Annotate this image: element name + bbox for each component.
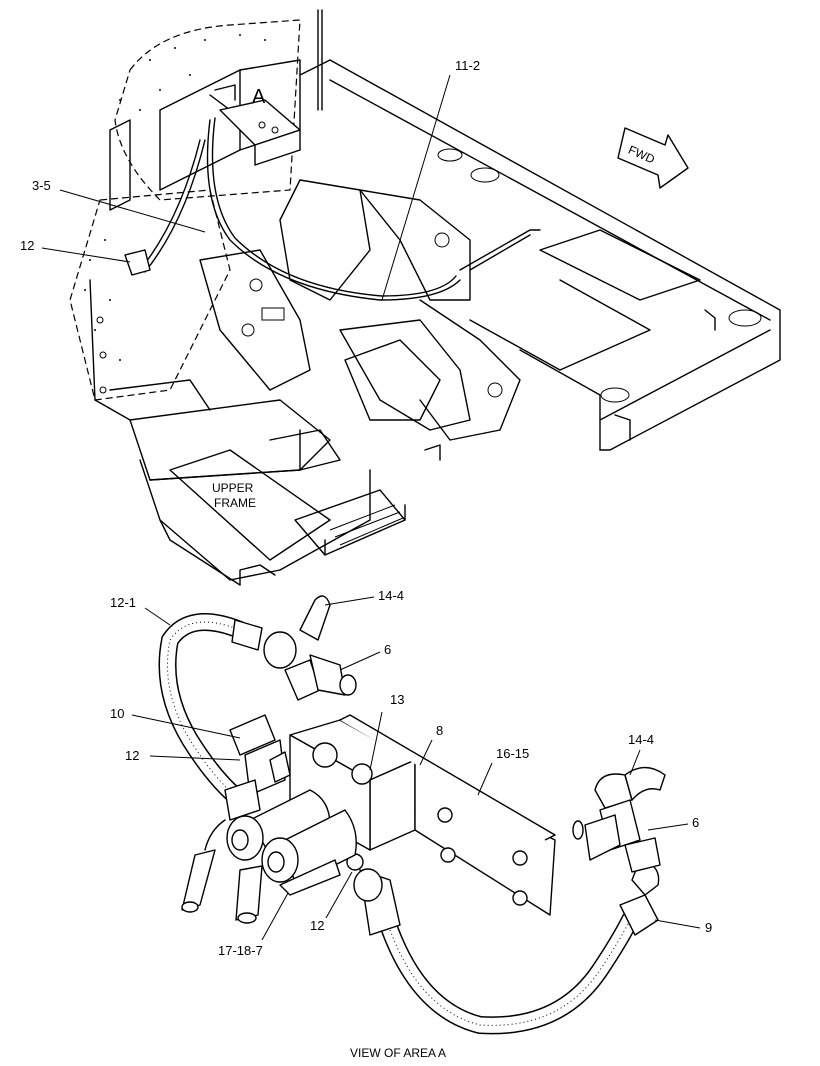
leader-6-right — [647, 823, 689, 831]
hose-12-1 — [158, 613, 249, 809]
area-letter-a: A — [252, 86, 266, 108]
callout-12-mid: 12 — [125, 748, 139, 763]
callout-11-2: 11-2 — [455, 58, 480, 73]
leader-16-15 — [477, 762, 493, 796]
callout-8: 8 — [436, 723, 443, 738]
callout-16-15: 16-15 — [496, 746, 529, 761]
leader-12-mid — [149, 755, 241, 761]
callout-10: 10 — [110, 706, 124, 721]
solenoid-assembly-17-18-7 — [226, 789, 357, 896]
fitting-14-4-right — [572, 766, 666, 873]
leader-13 — [369, 711, 383, 771]
callout-14-4-top: 14-4 — [378, 588, 404, 603]
leader-9 — [654, 919, 701, 929]
detail-view-area-a: 12-1 14-4 6 13 10 8 16-15 12 14-4 6 9 17… — [110, 588, 712, 1060]
leader-10 — [131, 714, 241, 739]
leader-3-5 — [59, 189, 206, 233]
leader-12-1 — [144, 607, 171, 626]
leader-12-bottom — [325, 871, 353, 919]
callout-13: 13 — [390, 692, 404, 707]
callout-17-18-7: 17-18-7 — [218, 943, 263, 958]
leader-12-upper — [41, 247, 131, 263]
upper-frame-view: A FWD UPPER FRAME 11-2 3-5 12 — [20, 9, 781, 586]
upper-frame-label-line1: UPPER — [212, 481, 254, 495]
leader-14-4-right — [629, 749, 641, 776]
stipple-texture — [84, 34, 266, 361]
callout-12-1: 12-1 — [110, 595, 136, 610]
leader-6-top — [339, 651, 381, 671]
view-title: VIEW OF AREA A — [350, 1046, 446, 1060]
hose-9 — [381, 911, 639, 1035]
upper-frame-label-line2: FRAME — [214, 496, 256, 510]
callout-6-top: 6 — [384, 642, 391, 657]
fwd-arrow-icon: FWD — [617, 127, 689, 189]
callout-12-bottom: 12 — [310, 918, 324, 933]
mounting-plate-16-15 — [339, 714, 556, 916]
leader-8 — [419, 739, 433, 766]
leader-11-2 — [381, 74, 451, 301]
callout-14-4-right: 14-4 — [628, 732, 654, 747]
callout-9: 9 — [705, 920, 712, 935]
leader-14-4-top — [324, 596, 375, 606]
callout-6-right: 6 — [692, 815, 699, 830]
leader-17-18-7 — [261, 892, 289, 941]
callout-12-upper: 12 — [20, 238, 34, 253]
callout-3-5: 3-5 — [32, 178, 51, 193]
